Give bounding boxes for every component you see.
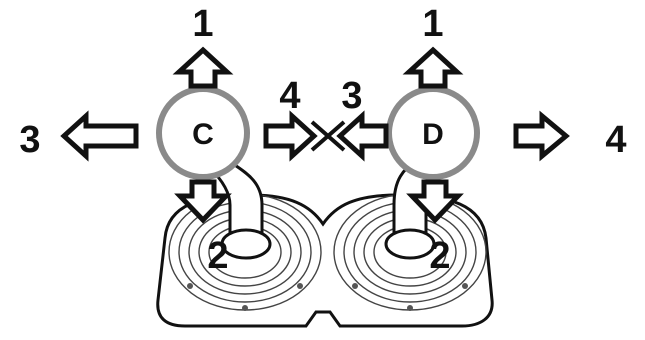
joystick-d: D 1 3 4 2 [336, 3, 627, 277]
joystick-d-down-arrow [406, 179, 464, 224]
joystick-c-right-arrow [263, 110, 318, 162]
joystick-c-label: C [192, 118, 214, 151]
left-stick [207, 158, 272, 260]
joystick-d-ring [386, 86, 480, 180]
joystick-c-right-label: 4 [279, 75, 300, 117]
joystick-d-left-arrow [336, 110, 389, 162]
joystick-d-left-label: 3 [341, 75, 362, 117]
joystick-c-left-arrow [60, 110, 139, 162]
joystick-d-up-label: 1 [422, 3, 443, 45]
joystick-d-right-label: 4 [605, 119, 626, 161]
joystick-c-left-label: 3 [19, 119, 40, 161]
joystick-c-ring [156, 86, 250, 180]
joystick-d-down-label: 2 [429, 235, 450, 277]
joystick-c: C 1 3 4 2 [19, 3, 318, 277]
joystick-d-up-arrow [402, 46, 464, 89]
joystick-c-down-arrow [174, 179, 232, 224]
joystick-d-right-arrow [513, 110, 570, 162]
joystick-c-up-arrow [172, 46, 234, 89]
joystick-c-down-label: 2 [207, 235, 228, 277]
joystick-c-up-label: 1 [192, 3, 213, 45]
crossed-arrow-connector [310, 120, 346, 152]
joystick-d-label: D [422, 118, 444, 151]
